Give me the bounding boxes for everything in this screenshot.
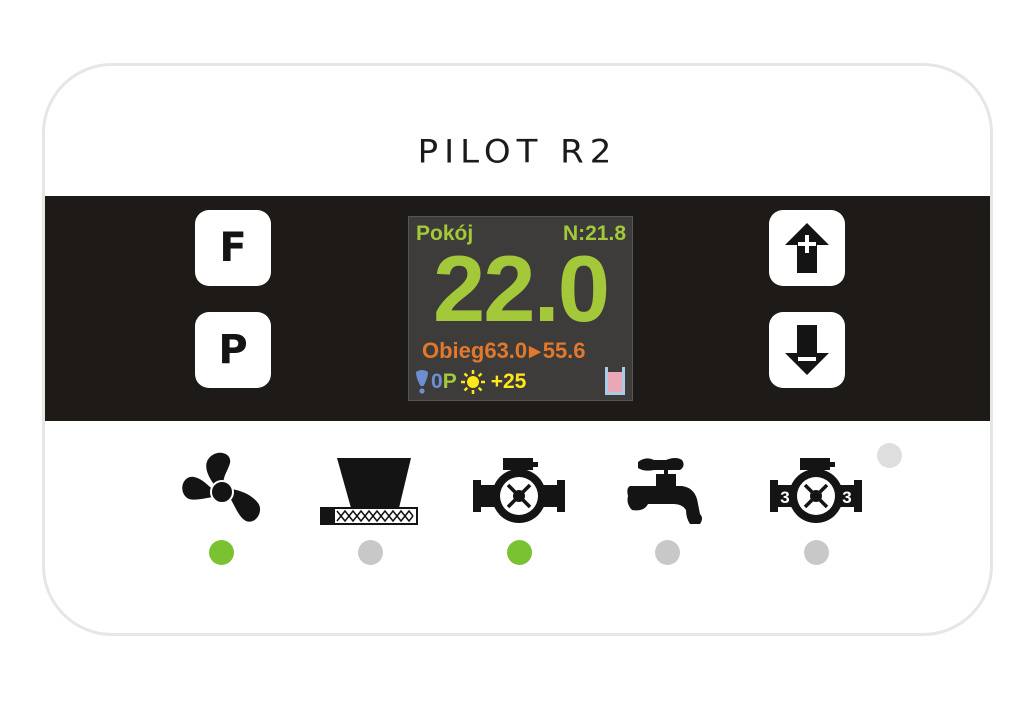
circuit-label: Obieg63.0 [422, 338, 528, 363]
circuit-target: 55.6 [542, 338, 586, 363]
up-button[interactable] [769, 210, 845, 286]
p-button[interactable]: P [195, 312, 271, 388]
f-button[interactable]: F [195, 210, 271, 286]
device-title: PILOT R2 [417, 133, 618, 171]
mode-letter: P [442, 370, 457, 393]
control-band: F P Pokój N:21.8 22.0 Obieg [45, 196, 990, 421]
hot-water-led [655, 540, 680, 565]
tank-icon [605, 367, 625, 395]
zero-value: 0 [431, 370, 443, 393]
feeder-led [358, 540, 383, 565]
setpoint-value: N:21.8 [562, 222, 626, 245]
hot-water-indicator [616, 451, 716, 531]
outdoor-temperature: +25 [490, 370, 527, 393]
valve-3-icon: 3 3 [770, 458, 862, 523]
circuit-arrow-icon: ▶ [529, 343, 541, 360]
p-label: P [218, 327, 248, 373]
valve-label-right: 3 [842, 488, 851, 507]
controller-panel: PILOT R2 F P Pokój N:21.8 [42, 63, 993, 636]
arrow-up-plus-icon [785, 223, 829, 273]
room-temperature: 22.0 [433, 236, 610, 341]
sun-icon [460, 370, 485, 394]
status-line: 0 P +25 [415, 368, 526, 396]
pump-led [507, 540, 532, 565]
fan-icon [182, 452, 261, 522]
fan-indicator [172, 451, 272, 531]
valve-led [804, 540, 829, 565]
valve-label-left: 3 [780, 488, 789, 507]
auxiliary-led [877, 443, 902, 468]
drop-icon [416, 370, 428, 394]
down-button[interactable] [769, 312, 845, 388]
pump-indicator [469, 451, 569, 531]
valve-indicator: 3 3 [766, 451, 866, 531]
circuit-line: Obieg63.0▶55.6 [422, 338, 586, 364]
feeder-hopper-icon [320, 458, 418, 525]
pump-icon [473, 458, 565, 523]
room-label: Pokój [416, 222, 474, 245]
arrow-down-minus-icon [785, 325, 829, 375]
lcd-display: Pokój N:21.8 22.0 Obieg63.0▶55.6 0 P [408, 216, 633, 401]
fan-led [209, 540, 234, 565]
faucet-icon [627, 458, 702, 524]
feeder-indicator [319, 451, 419, 531]
f-label: F [219, 225, 247, 271]
